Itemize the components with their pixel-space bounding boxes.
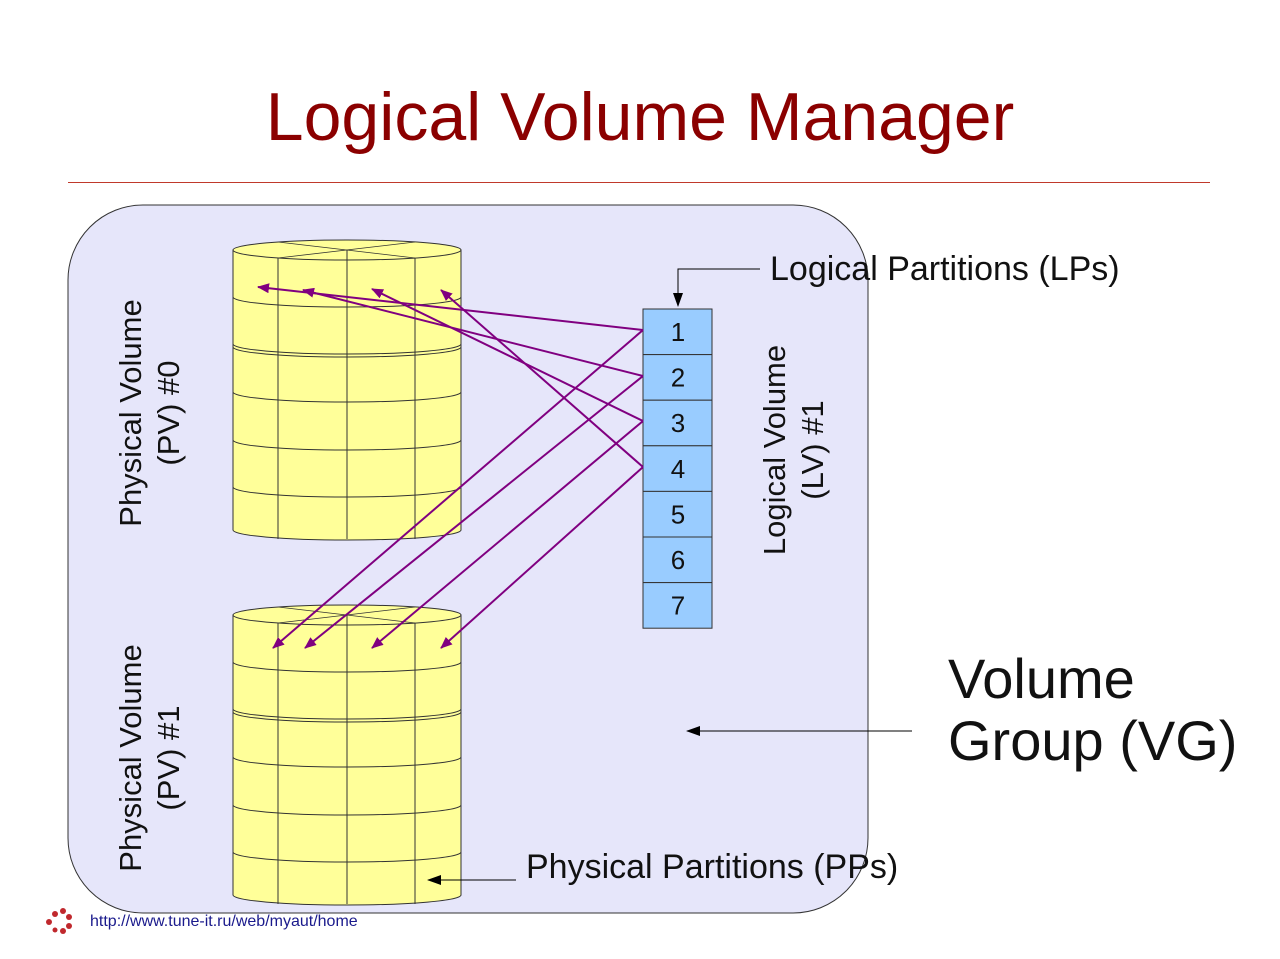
- logical-partition-2: 2: [642, 354, 713, 401]
- lp-number: 4: [671, 454, 685, 484]
- pv1-label-line2: (PV) #1: [151, 705, 186, 811]
- vg-label-line1: Volume: [948, 647, 1135, 710]
- mapping-arrow-lp4-pv1: [440, 466, 644, 649]
- physical-volume-1: [232, 604, 462, 906]
- lv-label-line2: (LV) #1: [795, 400, 830, 500]
- lv-label: Logical Volume (LV) #1: [756, 270, 832, 630]
- pps-label: Physical Partitions (PPs): [526, 848, 899, 886]
- logical-partition-7: 7: [642, 582, 713, 629]
- lps-label: Logical Partitions (LPs): [770, 250, 1120, 288]
- vg-label-line2: Group (VG): [948, 709, 1238, 772]
- mapping-arrow-lp1-pv1: [272, 329, 644, 649]
- logical-partition-6: 6: [642, 536, 713, 584]
- mapping-arrow-lp3-pv1: [371, 420, 644, 649]
- mapping-arrow-lp4-pv0: [440, 289, 644, 468]
- logical-partition-1: 1: [642, 308, 713, 356]
- page-title: Logical Volume Manager: [265, 79, 1015, 155]
- logical-partition-3: 3: [642, 399, 713, 447]
- pv0-label-line2: (PV) #0: [151, 360, 186, 466]
- lp-number: 7: [671, 591, 685, 621]
- pv0-label: Physical Volume (PV) #0: [112, 233, 188, 593]
- pv0-label-line1: Physical Volume: [113, 299, 148, 527]
- lv-label-line1: Logical Volume: [757, 344, 792, 556]
- lp-number: 2: [671, 363, 685, 393]
- lps-pointer: [673, 268, 760, 307]
- vg-label: Volume Group (VG): [948, 648, 1237, 772]
- pv1-label-line1: Physical Volume: [113, 644, 148, 872]
- lp-number: 5: [671, 499, 685, 529]
- logical-partition-4: 4: [642, 445, 713, 492]
- lp-number: 1: [671, 317, 685, 347]
- logical-partition-5: 5: [642, 490, 713, 538]
- lp-number: 6: [671, 545, 685, 575]
- pv1-label: Physical Volume (PV) #1: [112, 578, 188, 938]
- logo-icon: [46, 908, 72, 934]
- mapping-arrow-lp3-pv0: [371, 288, 644, 422]
- physical-volume-0: [232, 239, 462, 541]
- title-divider: [68, 182, 1210, 183]
- mapping-arrow-lp2-pv0: [302, 287, 644, 377]
- mapping-arrow-lp2-pv1: [304, 375, 644, 649]
- lp-number: 3: [671, 408, 685, 438]
- footer-link[interactable]: http://www.tune-it.ru/web/myaut/home: [90, 913, 358, 930]
